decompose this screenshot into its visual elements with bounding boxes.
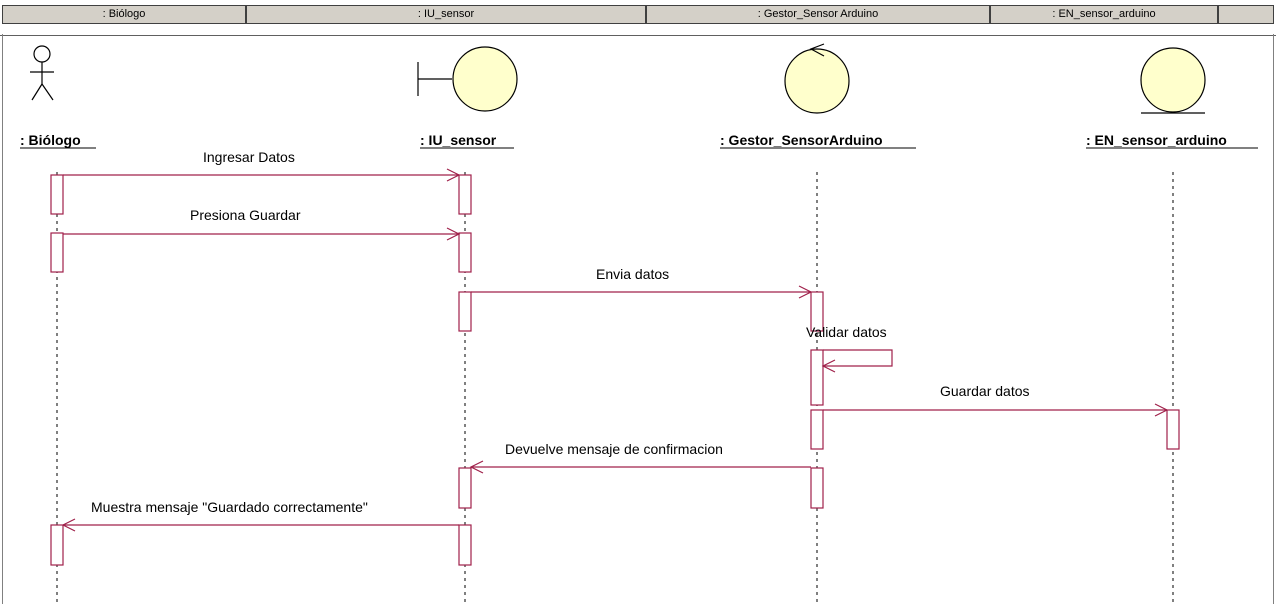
activation-bar[interactable]: [1166, 409, 1180, 450]
message-label: Devuelve mensaje de confirmacion: [505, 441, 723, 457]
message-label: Ingresar Datos: [203, 149, 295, 165]
activation-bar[interactable]: [458, 291, 472, 332]
lifeline-label-iu-sensor[interactable]: : IU_sensor: [420, 132, 514, 149]
activation-bar[interactable]: [810, 409, 824, 450]
actor-icon[interactable]: [30, 45, 54, 101]
activation-bar[interactable]: [458, 232, 472, 273]
activation-bar[interactable]: [458, 174, 472, 215]
message-label: Guardar datos: [940, 383, 1030, 399]
message-label: Muestra mensaje "Guardado correctamente": [91, 499, 368, 515]
header-cell-iu-sensor[interactable]: : IU_sensor: [246, 5, 646, 24]
lifeline-label-text: : Gestor_SensorArduino: [720, 132, 883, 148]
lifeline-label-biologo[interactable]: : Biólogo: [20, 132, 96, 149]
activation-bar[interactable]: [50, 524, 64, 566]
lifeline-label-en[interactable]: : EN_sensor_arduino: [1086, 132, 1258, 149]
lifeline-label-text: : IU_sensor: [420, 132, 497, 148]
activation-bar[interactable]: [810, 467, 824, 509]
activation-bars: [50, 174, 1180, 566]
activation-bar[interactable]: [810, 291, 824, 332]
message-ingresar-datos[interactable]: [63, 168, 461, 182]
lifeline-label-gestor[interactable]: : Gestor_SensorArduino: [720, 132, 916, 149]
activation-bar[interactable]: [458, 524, 472, 566]
message-guardar-datos[interactable]: [823, 403, 1169, 417]
message-muestra-mensaje[interactable]: [61, 518, 459, 532]
frame-right-border: [1273, 34, 1274, 604]
activation-bar[interactable]: [458, 467, 472, 509]
message-envia-datos[interactable]: [471, 285, 813, 299]
message-devuelve-mensaje[interactable]: [469, 460, 811, 474]
lifeline-label-text: : EN_sensor_arduino: [1086, 132, 1227, 148]
boundary-icon[interactable]: [417, 46, 518, 112]
message-validar-datos[interactable]: [821, 349, 893, 373]
header-cell-empty: [1218, 5, 1274, 24]
lifeline-label-text: : Biólogo: [20, 132, 81, 148]
header-cell-biologo[interactable]: : Biólogo: [2, 5, 246, 24]
activation-bar[interactable]: [810, 349, 824, 406]
message-label: Presiona Guardar: [190, 207, 301, 223]
message-presiona-guardar[interactable]: [63, 227, 461, 241]
frame-left-border: [2, 34, 3, 604]
message-label: Validar datos: [806, 324, 887, 340]
lifeline-header-bar: : Biólogo : IU_sensor : Gestor_Sensor Ar…: [0, 0, 1276, 30]
activation-bar[interactable]: [50, 174, 64, 215]
activation-bar[interactable]: [50, 232, 64, 273]
message-label: Envia datos: [596, 266, 669, 282]
entity-icon[interactable]: [1140, 47, 1206, 114]
header-divider: [0, 35, 1276, 36]
control-icon[interactable]: [784, 43, 850, 114]
header-cell-gestor-sensor[interactable]: : Gestor_Sensor Arduino: [646, 5, 990, 24]
header-cell-en-sensor[interactable]: : EN_sensor_arduino: [990, 5, 1218, 24]
